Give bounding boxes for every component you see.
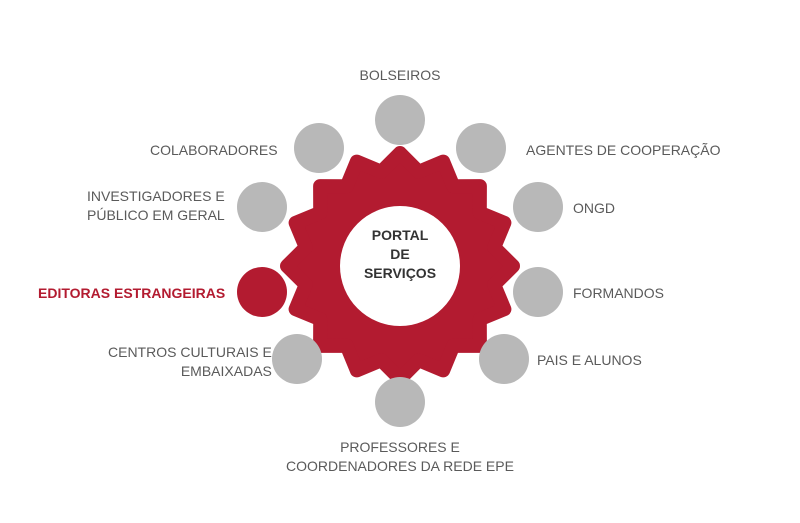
node-colaboradores[interactable] xyxy=(294,123,344,173)
label-line: FORMANDOS xyxy=(573,285,664,301)
label-line: PÚBLICO EM GERAL xyxy=(87,207,225,223)
label-line: ONGD xyxy=(573,200,615,216)
label-centros-culturais-e-embaixadas[interactable]: CENTROS CULTURAIS E EMBAIXADAS xyxy=(108,343,272,381)
label-line: AGENTES DE COOPERAÇÃO xyxy=(526,142,721,158)
label-line: EMBAIXADAS xyxy=(180,363,272,379)
label-bolseiros[interactable]: BOLSEIROS xyxy=(360,66,441,85)
label-agentes-de-cooperacao[interactable]: AGENTES DE COOPERAÇÃO xyxy=(526,141,720,160)
gear-center-disc xyxy=(340,206,460,326)
node-ongd[interactable] xyxy=(513,182,563,232)
label-line: CENTROS CULTURAIS E xyxy=(108,344,272,360)
node-bolseiros[interactable] xyxy=(375,95,425,145)
label-line: COORDENADORES DA REDE EPE xyxy=(286,458,514,474)
node-formandos[interactable] xyxy=(513,267,563,317)
label-editoras-estrangeiras[interactable]: EDITORAS ESTRANGEIRAS xyxy=(38,284,225,303)
label-line: EDITORAS ESTRANGEIRAS xyxy=(38,285,226,301)
node-investigadores-e-publico[interactable] xyxy=(237,182,287,232)
node-professores-e-coordenadores[interactable] xyxy=(375,377,425,427)
label-investigadores-e-publico[interactable]: INVESTIGADORES E PÚBLICO EM GERAL xyxy=(87,187,225,225)
label-professores-e-coordenadores[interactable]: PROFESSORES E COORDENADORES DA REDE EPE xyxy=(286,438,514,476)
node-pais-e-alunos[interactable] xyxy=(479,334,529,384)
node-agentes-de-cooperacao[interactable] xyxy=(456,123,506,173)
node-editoras-estrangeiras[interactable] xyxy=(237,267,287,317)
label-line: BOLSEIROS xyxy=(359,67,441,83)
label-formandos[interactable]: FORMANDOS xyxy=(573,284,664,303)
center-line-2: DE xyxy=(390,246,410,262)
center-line-1: PORTAL xyxy=(371,227,429,243)
node-centros-culturais-e-embaixadas[interactable] xyxy=(272,334,322,384)
label-colaboradores[interactable]: COLABORADORES xyxy=(150,141,278,160)
label-line: PROFESSORES E xyxy=(340,439,460,455)
label-ongd[interactable]: ONGD xyxy=(573,199,615,218)
center-line-3: SERVIÇOS xyxy=(363,265,437,281)
label-line: PAIS E ALUNOS xyxy=(537,352,642,368)
portal-de-servicos-label: PORTAL DE SERVIÇOS xyxy=(335,226,465,283)
label-line: COLABORADORES xyxy=(150,142,278,158)
label-pais-e-alunos[interactable]: PAIS E ALUNOS xyxy=(537,351,642,370)
label-line: INVESTIGADORES E xyxy=(87,188,225,204)
